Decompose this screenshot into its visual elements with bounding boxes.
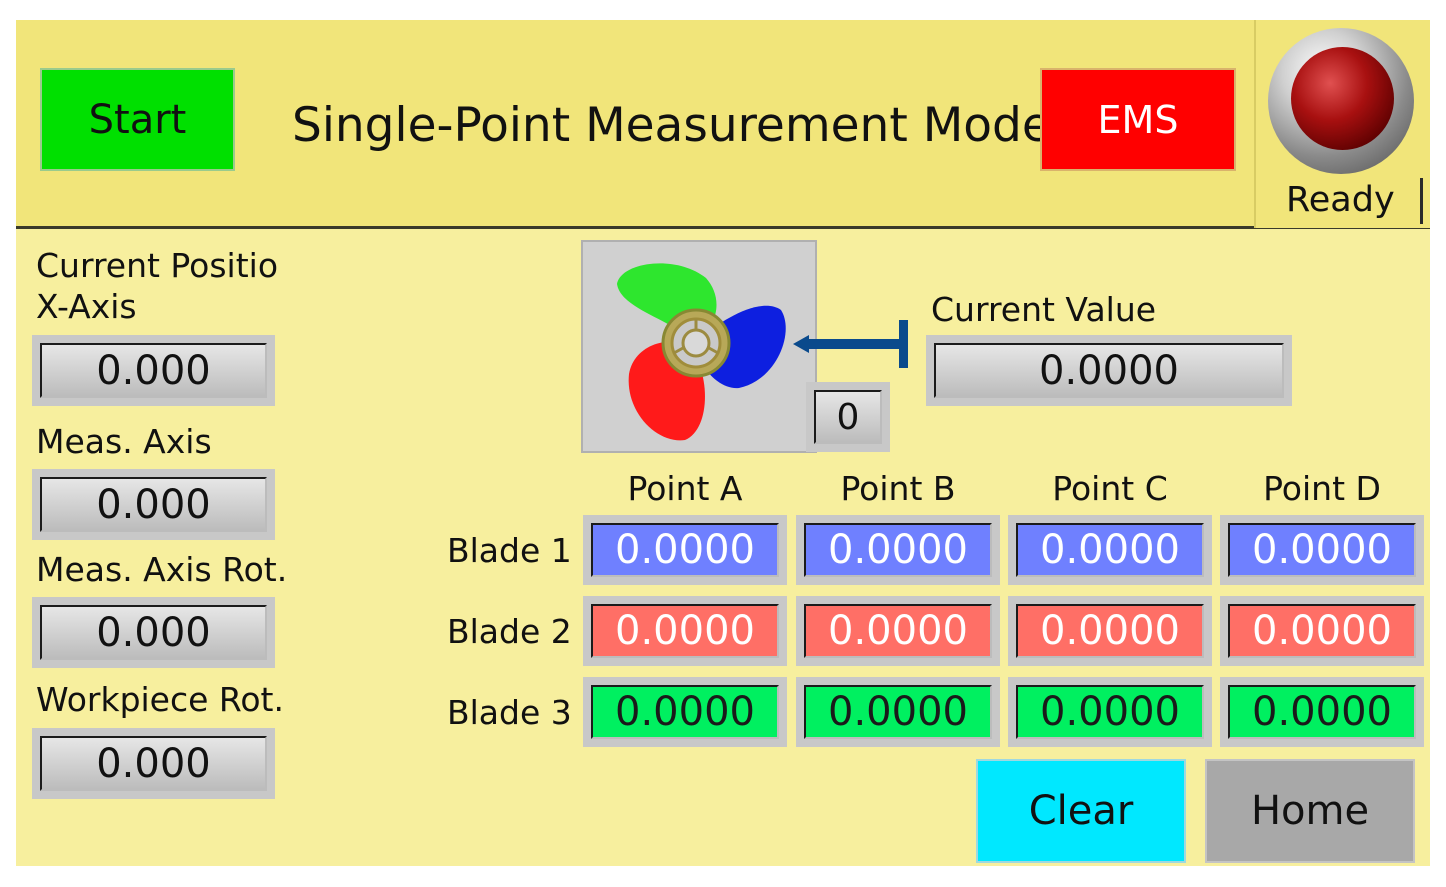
blade-1-point-c-field: 0.0000 (1008, 515, 1212, 585)
row-label-blade-1: Blade 1 (447, 531, 572, 570)
meas-axis-rot-value: 0.000 (40, 605, 267, 660)
propeller-icon (617, 263, 908, 441)
blade-2-point-a-field: 0.0000 (583, 596, 787, 666)
meas-axis-label: Meas. Axis (36, 422, 212, 461)
meas-axis-field: 0.000 (32, 469, 275, 540)
workpiece-rot-field: 0.000 (32, 728, 275, 799)
blade-counter-value: 0 (814, 390, 882, 444)
blade-3-point-b-value: 0.0000 (804, 685, 992, 739)
row-label-blade-3: Blade 3 (447, 693, 572, 732)
blade-3-point-c-field: 0.0000 (1008, 677, 1212, 747)
meas-axis-rot-label: Meas. Axis Rot. (36, 550, 288, 589)
start-button[interactable]: Start (40, 68, 235, 171)
blade-3-point-d-value: 0.0000 (1228, 685, 1416, 739)
blade-1-point-b-value: 0.0000 (804, 523, 992, 577)
meas-axis-value: 0.000 (40, 477, 267, 532)
blade-1-point-a-field: 0.0000 (583, 515, 787, 585)
blade-2-point-a-value: 0.0000 (591, 604, 779, 658)
current-value: 0.0000 (934, 343, 1284, 398)
blade-1-point-d-value: 0.0000 (1228, 523, 1416, 577)
blade-2-point-c-field: 0.0000 (1008, 596, 1212, 666)
blade-2-point-b-value: 0.0000 (804, 604, 992, 658)
workpiece-rot-label: Workpiece Rot. (36, 680, 284, 719)
x-axis-field: 0.000 (32, 335, 275, 406)
page-title: Single-Point Measurement Mode (292, 98, 1051, 153)
blade-1-point-a-value: 0.0000 (591, 523, 779, 577)
column-header-point-d: Point D (1263, 469, 1381, 508)
blade-2-point-b-field: 0.0000 (796, 596, 1000, 666)
current-position-label: Current Positio (36, 246, 279, 285)
column-header-point-b: Point B (840, 469, 956, 508)
blade-counter-field: 0 (806, 382, 890, 452)
blade-3-point-c-value: 0.0000 (1016, 685, 1204, 739)
blade-3-point-d-field: 0.0000 (1220, 677, 1424, 747)
column-header-point-a: Point A (627, 469, 743, 508)
blade-1-point-d-field: 0.0000 (1220, 515, 1424, 585)
home-button[interactable]: Home (1205, 759, 1415, 863)
blade-3-point-a-value: 0.0000 (591, 685, 779, 739)
blade-2-point-d-value: 0.0000 (1228, 604, 1416, 658)
current-value-label: Current Value (931, 290, 1157, 329)
ems-button[interactable]: EMS (1040, 68, 1236, 171)
blade-2-point-d-field: 0.0000 (1220, 596, 1424, 666)
status-lamp-icon (1291, 47, 1394, 150)
x-axis-value: 0.000 (40, 343, 267, 398)
row-label-blade-2: Blade 2 (447, 612, 572, 651)
blade-3-point-b-field: 0.0000 (796, 677, 1000, 747)
status-divider (1420, 178, 1423, 224)
blade-1-point-b-field: 0.0000 (796, 515, 1000, 585)
column-header-point-c: Point C (1052, 469, 1168, 508)
status-text: Ready (1286, 180, 1395, 220)
blade-1-point-c-value: 0.0000 (1016, 523, 1204, 577)
x-axis-label: X-Axis (36, 287, 137, 326)
blade-3-point-a-field: 0.0000 (583, 677, 787, 747)
workpiece-rot-value: 0.000 (40, 736, 267, 791)
blade-2-point-c-value: 0.0000 (1016, 604, 1204, 658)
clear-button[interactable]: Clear (976, 759, 1186, 863)
meas-axis-rot-field: 0.000 (32, 597, 275, 668)
current-value-field: 0.0000 (926, 335, 1292, 406)
